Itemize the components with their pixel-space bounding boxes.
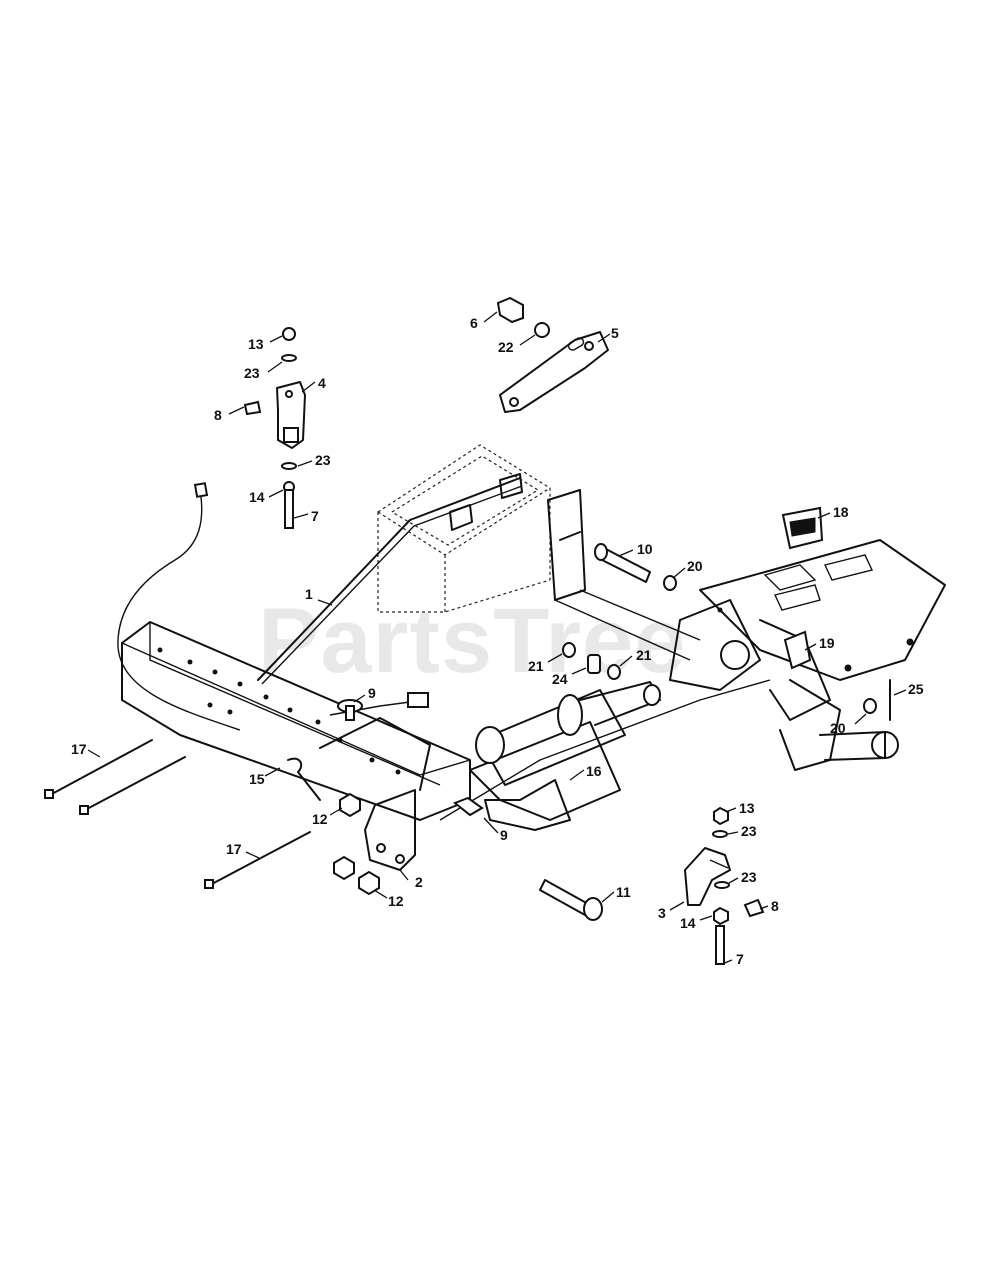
hairpin-15 (287, 757, 321, 801)
callout-13: 13 (248, 336, 264, 352)
part-5-link (496, 296, 609, 413)
callout-20: 20 (687, 558, 703, 574)
callout-7: 7 (311, 508, 319, 524)
connector-19 (783, 630, 812, 670)
callout-16: 16 (586, 763, 602, 779)
battery (377, 444, 551, 613)
callout-20: 20 (830, 720, 846, 736)
callout-11: 11 (616, 884, 631, 900)
callout-8: 8 (214, 407, 222, 423)
part-3-bracket (684, 847, 731, 906)
callout-17: 17 (226, 841, 242, 857)
callout-15: 15 (249, 771, 265, 787)
leader-lines (87, 311, 907, 965)
callout-10: 10 (637, 541, 653, 557)
callout-21: 21 (636, 647, 652, 663)
bracket-2 (364, 789, 416, 871)
lift-rod (257, 473, 523, 685)
callout-21: 21 (528, 658, 544, 674)
part-4-bracket (276, 381, 306, 449)
hardware-stack-left (243, 327, 297, 529)
callout-23: 23 (244, 365, 260, 381)
callout-23: 23 (741, 823, 757, 839)
watermark: PartsTree (258, 590, 686, 692)
callout-23: 23 (315, 452, 331, 468)
bolt-11 (539, 879, 603, 921)
bushings (562, 642, 621, 680)
callout-3: 3 (658, 905, 666, 921)
callout-14: 14 (680, 915, 696, 931)
callout-2: 2 (415, 874, 423, 890)
hardware-stack-right (712, 806, 765, 965)
callout-1: 1 (305, 586, 313, 602)
callout-9: 9 (368, 685, 376, 701)
callout-18: 18 (833, 504, 849, 520)
callout-25: 25 (908, 681, 924, 697)
right-frame (547, 489, 946, 771)
callout-9: 9 (500, 827, 508, 843)
clevis-pin-9 (337, 699, 484, 817)
actuator (469, 681, 661, 831)
cable-ties-17 (44, 739, 311, 889)
callout-19: 19 (819, 635, 835, 651)
nuts-12 (333, 792, 380, 896)
callout-12: 12 (312, 811, 328, 827)
callout-22: 22 (498, 339, 514, 355)
callout-7: 7 (736, 951, 744, 967)
callout-23: 23 (741, 869, 757, 885)
callout-8: 8 (771, 898, 779, 914)
callout-12: 12 (388, 893, 404, 909)
callout-6: 6 (470, 315, 478, 331)
callout-5: 5 (611, 325, 619, 341)
callout-17: 17 (71, 741, 87, 757)
callout-4: 4 (318, 375, 326, 391)
pin-10 (594, 543, 877, 714)
callout-24: 24 (552, 671, 568, 687)
switch-18 (781, 506, 824, 550)
frame-rail (121, 621, 471, 821)
callout-13: 13 (739, 800, 755, 816)
callout-14: 14 (249, 489, 265, 505)
callouts: 13 23 4 8 23 14 7 6 22 5 10 20 18 19 25 … (71, 315, 924, 967)
